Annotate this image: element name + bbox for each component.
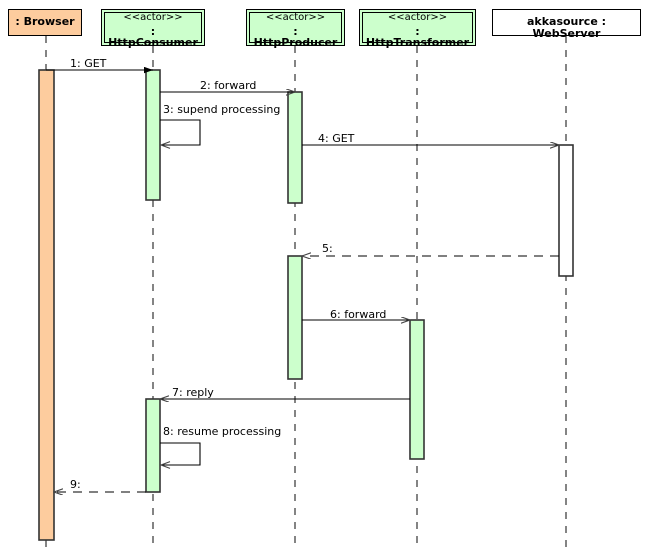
lifeline-name: : HttpConsumer <box>108 24 198 50</box>
message-label-6: 6: forward <box>330 308 387 321</box>
message-label-1: 1: GET <box>70 57 107 70</box>
lifeline-header-webserver[interactable]: akkasource : WebServer <box>492 9 641 40</box>
message-label-3: 3: supend processing <box>163 103 281 116</box>
lifeline-name: akkasource : WebServer <box>526 15 607 40</box>
activation-bar-httpconsumer-1[interactable] <box>145 69 161 201</box>
lifeline-stereotype: <<actor>> <box>387 12 448 23</box>
lifeline-name: : HttpTransformer <box>365 24 470 50</box>
lifeline-header-browser[interactable]: : Browser <box>8 9 82 36</box>
activation-bar-httpproducer-1[interactable] <box>287 91 303 204</box>
lifeline-header-httpproducer[interactable]: <<actor>>: HttpProducer <box>246 9 345 50</box>
activation-bar-httpconsumer-2[interactable] <box>145 398 161 493</box>
lifeline-stereotype: <<actor>> <box>265 12 326 23</box>
activation-bar-httptransformer-1[interactable] <box>409 319 425 460</box>
lifelines-layer <box>45 36 567 548</box>
lifeline-header-httpconsumer[interactable]: <<actor>>: HttpConsumer <box>101 9 205 50</box>
message-label-4: 4: GET <box>318 132 355 145</box>
message-3-self[interactable] <box>159 119 201 149</box>
lifeline-name: : Browser <box>15 15 75 28</box>
activation-bar-webserver-1[interactable] <box>558 144 574 277</box>
message-label-8: 8: resume processing <box>163 425 282 438</box>
message-8-self[interactable] <box>159 442 201 469</box>
message-label-5: 5: <box>322 242 333 255</box>
lifeline-stereotype: <<actor>> <box>123 12 183 23</box>
message-label-2: 2: forward <box>200 79 257 92</box>
activations-layer <box>38 69 574 541</box>
lifeline-header-httptransformer[interactable]: <<actor>>: HttpTransformer <box>359 9 476 50</box>
message-label-9: 9: <box>70 478 81 491</box>
messages-layer <box>46 66 559 492</box>
activation-bar-browser-1[interactable] <box>38 69 55 541</box>
activation-bar-httpproducer-2[interactable] <box>287 255 303 380</box>
lifeline-name: : HttpProducer <box>253 24 338 50</box>
message-label-7: 7: reply <box>172 386 214 399</box>
